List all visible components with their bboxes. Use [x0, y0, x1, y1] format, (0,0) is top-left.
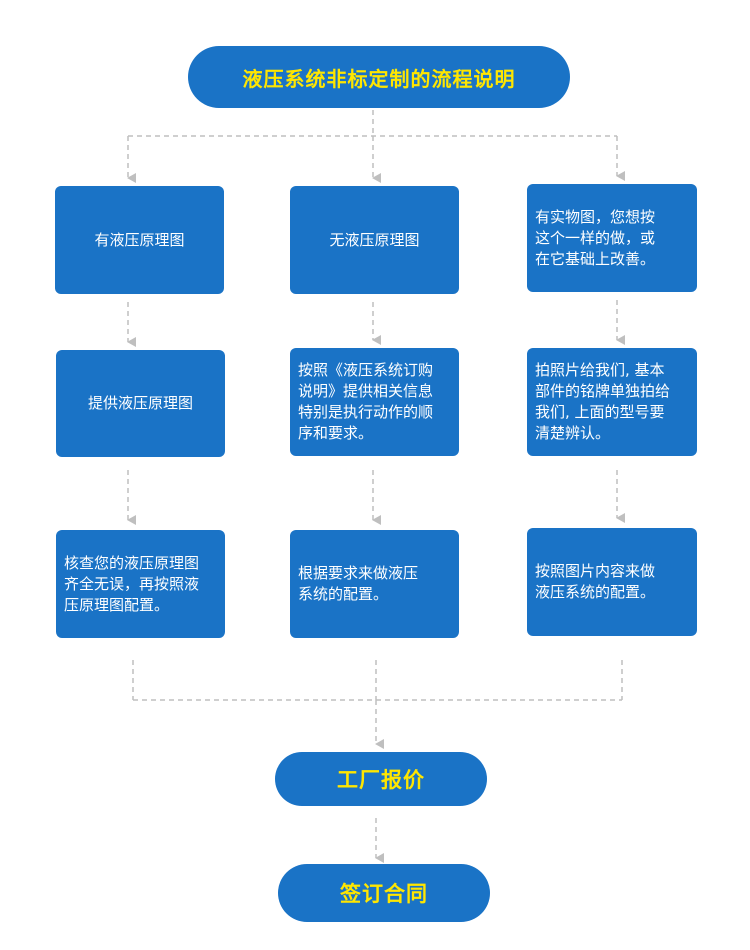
- step-verify-and-configure: 核查您的液压原理图 齐全无误，再按照液 压原理图配置。: [56, 530, 225, 638]
- step-send-photos: 拍照片给我们, 基本 部件的铭牌单独拍给 我们, 上面的型号要 清楚辨认。: [527, 348, 697, 456]
- step-provide-schematic: 提供液压原理图: [56, 350, 225, 457]
- title-text: 液压系统非标定制的流程说明: [242, 66, 516, 91]
- step-configure-by-requirements: 根据要求来做液压 系统的配置。: [290, 530, 459, 638]
- factory-quote-banner: 工厂报价: [275, 752, 487, 806]
- sign-contract-banner: 签订合同: [278, 864, 490, 922]
- step-text: 根据要求来做液压 系统的配置。: [298, 564, 419, 603]
- step-text: 按照《液压系统订购 说明》提供相关信息 特别是执行动作的顺 序和要求。: [298, 361, 434, 442]
- step-text: 有实物图，您想按 这个一样的做，或 在它基础上改善。: [535, 207, 656, 268]
- title-banner: 液压系统非标定制的流程说明: [188, 46, 570, 108]
- step-text: 核查您的液压原理图 齐全无误，再按照液 压原理图配置。: [64, 553, 200, 614]
- step-configure-by-photos: 按照图片内容来做 液压系统的配置。: [527, 528, 697, 636]
- contract-text: 签订合同: [340, 882, 428, 906]
- step-text: 有液压原理图: [94, 230, 185, 249]
- quote-text: 工厂报价: [337, 768, 425, 792]
- step-provide-order-info: 按照《液压系统订购 说明》提供相关信息 特别是执行动作的顺 序和要求。: [290, 348, 459, 456]
- step-text: 无液压原理图: [329, 230, 420, 249]
- step-has-schematic: 有液压原理图: [55, 186, 224, 294]
- step-no-schematic: 无液压原理图: [290, 186, 459, 294]
- step-text: 按照图片内容来做 液压系统的配置。: [535, 562, 656, 601]
- step-has-physical-sample: 有实物图，您想按 这个一样的做，或 在它基础上改善。: [527, 184, 697, 292]
- step-text: 提供液压原理图: [87, 394, 193, 412]
- step-text: 拍照片给我们, 基本 部件的铭牌单独拍给 我们, 上面的型号要 清楚辨认。: [535, 361, 671, 442]
